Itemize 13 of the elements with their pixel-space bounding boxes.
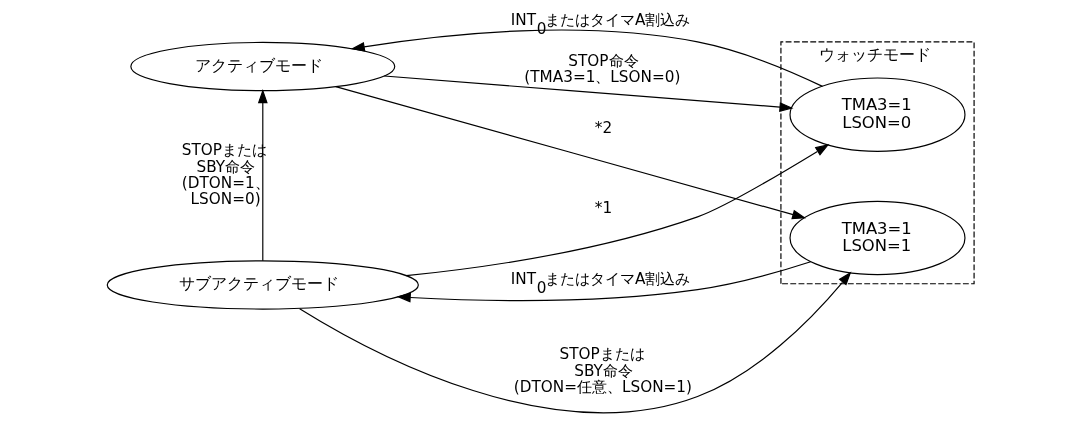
arrow bbox=[350, 29, 824, 87]
edge-label: *1 bbox=[594, 198, 613, 217]
edge-label: STOPまたは SBY命令 (DTON=任意、LSON=1) bbox=[513, 344, 692, 396]
edge-label: STOP命令 (TMA3=1、LSON=0) bbox=[524, 51, 681, 86]
arrow bbox=[396, 260, 812, 302]
edge-label: *2 bbox=[594, 118, 613, 137]
arrow bbox=[383, 74, 794, 112]
arrow bbox=[257, 88, 268, 261]
node-ellipse: サブアクティブモード bbox=[106, 259, 419, 310]
arrow bbox=[405, 143, 830, 276]
arrow bbox=[335, 85, 807, 219]
arrow bbox=[299, 271, 852, 413]
node-ellipse: TMA3=1 LSON=0 bbox=[789, 76, 966, 152]
